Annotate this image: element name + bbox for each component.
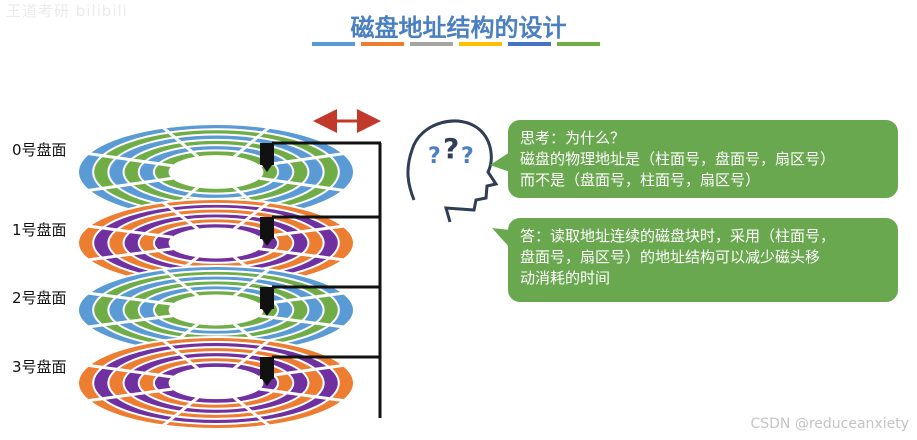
- question-line-3: 而不是（盘面号，柱面号，扇区号）: [520, 171, 761, 189]
- title-bar-0: [312, 42, 355, 46]
- svg-text:?: ?: [428, 144, 441, 169]
- question-bubble: 思考：为什么？ 磁盘的物理地址是（柱面号，盘面号，扇区号） 而不是（盘面号，柱面…: [508, 120, 898, 198]
- answer-line-3: 动消耗的时间: [520, 269, 611, 287]
- slide-title: 磁盘地址结构的设计: [350, 14, 567, 42]
- title-underline-bars: [312, 42, 600, 46]
- question-line-2: 磁盘的物理地址是（柱面号，盘面号，扇区号）: [520, 150, 836, 168]
- answer-line-1: 答：读取地址连续的磁盘块时，采用（柱面号，: [520, 227, 836, 245]
- svg-text:?: ?: [443, 132, 459, 165]
- answer-line-2: 盘面号，扇区号）的地址结构可以减少磁头移: [520, 248, 821, 266]
- question-bubble-tail: [490, 152, 510, 172]
- title-bar-4: [508, 42, 551, 46]
- thinking-head-icon: ? ? ?: [406, 119, 499, 223]
- disk-label-1: 1号盘面: [12, 221, 67, 239]
- title-bar-3: [459, 42, 502, 46]
- read-head-1: [260, 217, 274, 246]
- disk-label-0: 0号盘面: [12, 141, 67, 159]
- title-bar-5: [557, 42, 600, 46]
- read-head-2: [260, 287, 274, 316]
- title-bar-2: [410, 42, 453, 46]
- read-head-3: [260, 357, 274, 386]
- answer-bubble: 答：读取地址连续的磁盘块时，采用（柱面号， 盘面号，扇区号）的地址结构可以减少磁…: [508, 218, 898, 302]
- svg-text:?: ?: [461, 144, 474, 169]
- answer-bubble-tail: [492, 228, 510, 248]
- title-bar-1: [361, 42, 404, 46]
- disk-label-3: 3号盘面: [12, 358, 67, 376]
- watermark-top: 王道考研 bilibili: [6, 2, 128, 20]
- platter-3: [77, 336, 355, 430]
- read-head-0: [260, 143, 274, 172]
- question-line-1: 思考：为什么？: [520, 129, 626, 147]
- watermark-bottom: CSDN @reduceanxiety: [750, 416, 909, 432]
- disk-label-2: 2号盘面: [12, 289, 67, 307]
